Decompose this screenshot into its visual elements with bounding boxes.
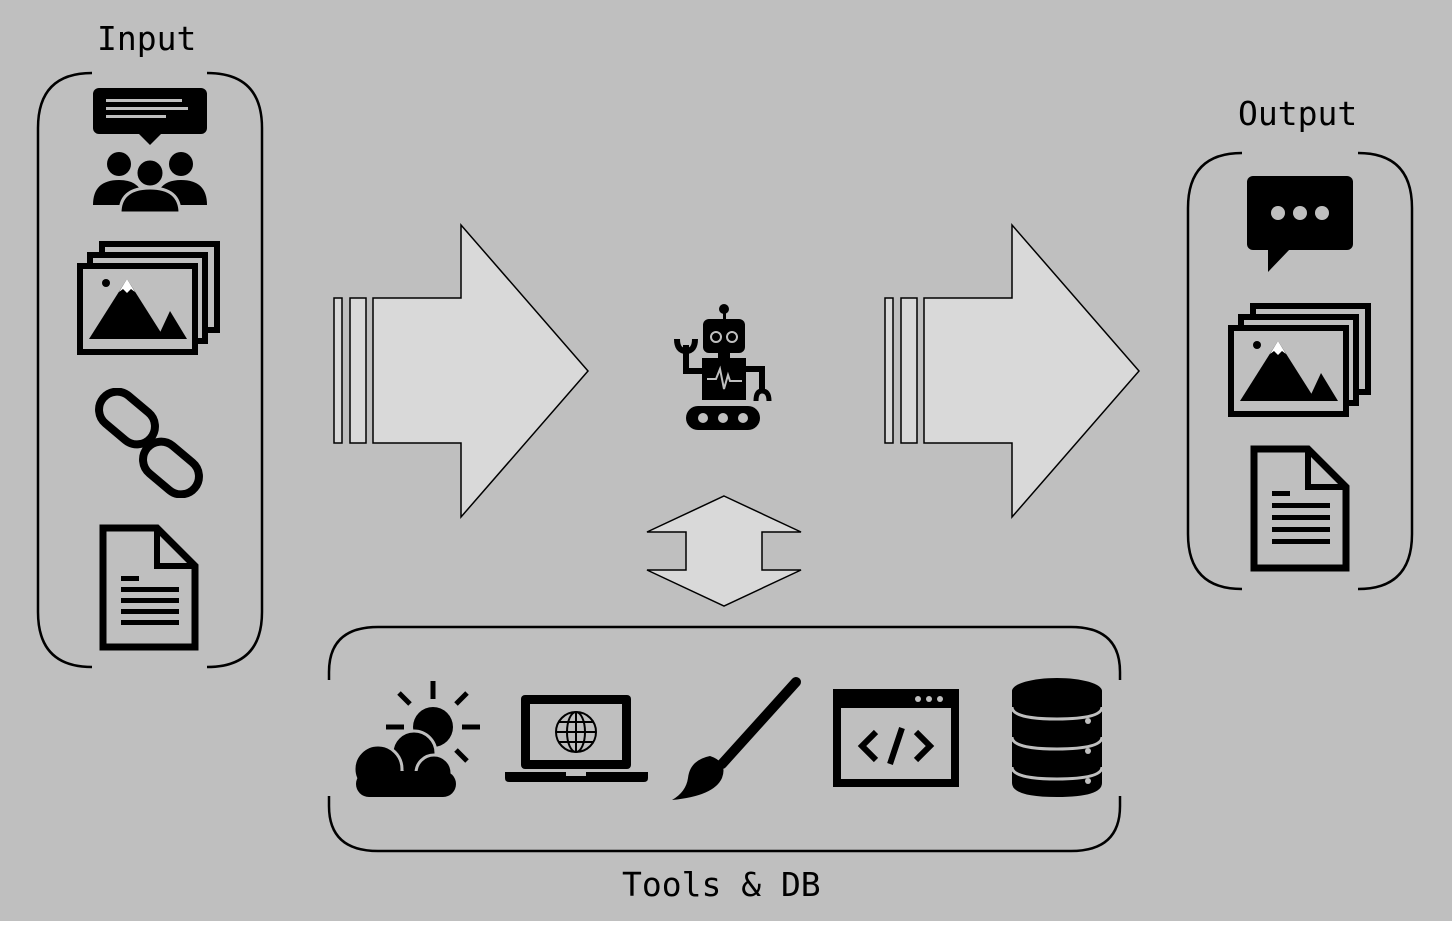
output-image-gallery-icon bbox=[1228, 303, 1371, 417]
web-browser-laptop-icon bbox=[505, 695, 648, 782]
output-document-icon bbox=[1250, 445, 1350, 572]
image-gallery-icon bbox=[77, 241, 220, 355]
document-icon bbox=[99, 524, 199, 651]
link-icon bbox=[95, 388, 203, 498]
code-window-icon bbox=[833, 689, 959, 787]
robot-icon bbox=[674, 304, 772, 430]
input-label: Input bbox=[97, 19, 197, 58]
database-icon bbox=[1010, 678, 1104, 797]
group-chat-icon bbox=[93, 88, 207, 213]
output-label: Output bbox=[1238, 94, 1358, 133]
weather-icon bbox=[352, 681, 480, 797]
chat-bubble-icon bbox=[1247, 176, 1353, 272]
paintbrush-icon bbox=[672, 677, 801, 800]
tools-label: Tools & DB bbox=[622, 865, 821, 904]
